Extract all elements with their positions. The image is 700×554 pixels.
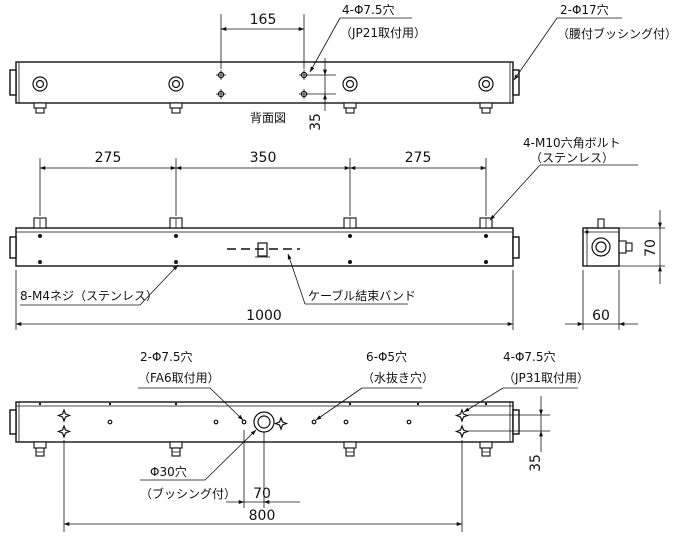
bolt-note: （ステンレス） (530, 151, 614, 165)
drain-label: 6-Φ5穴 (366, 349, 407, 364)
side-dim-70: 70 (643, 239, 659, 257)
bottom-mount-marks (56, 408, 470, 439)
top-dim-165: 165 (250, 12, 277, 28)
drain-note: （水抜き穴） (362, 370, 434, 385)
front-view: 275 350 275 4-M10六角ボルト （ステンレス） 8-M4ネジ（ステ… (9, 136, 638, 330)
jp31-label: 4-Φ7.5穴 (503, 349, 556, 364)
top-holes-label: 4-Φ7.5穴 (342, 2, 395, 17)
bushing-hole-left (32, 76, 48, 92)
front-dim-275-right: 275 (405, 150, 432, 166)
bush30-label: Φ30穴 (150, 464, 187, 479)
drain-holes (107, 419, 412, 425)
top-view-nuts (33, 102, 493, 114)
top-holes-note: （JP21取付用） (340, 26, 426, 40)
top-bush-note: （腰付ブッシング付） (557, 26, 677, 41)
bush30-note: （ブッシング付） (140, 486, 236, 501)
fa6-note: （FA6取付用） (138, 371, 220, 385)
front-view-body (15, 227, 514, 267)
bolt-label: 4-M10六角ボルト (523, 136, 621, 150)
side-view: 70 60 (565, 210, 665, 330)
top-view-body (15, 61, 514, 104)
front-dim-350: 350 (250, 150, 277, 166)
bottom-view-body (15, 401, 514, 443)
jp21-mounting-holes (216, 70, 309, 99)
screw-label: 8-M4ネジ（ステンレス） (20, 289, 158, 303)
top-dim-35: 35 (308, 113, 324, 131)
band-label: ケーブル結束バンド (308, 288, 416, 303)
top-view-title: 背面図 (250, 111, 286, 125)
top-view: 165 35 4-Φ7.5穴 （JP21取付用） 2-Φ17穴 （腰付ブッシング… (9, 2, 677, 131)
cable-glands (33, 441, 493, 457)
front-dim-1000: 1000 (246, 308, 282, 324)
bottom-view: 2-Φ7.5穴 （FA6取付用） 6-Φ5穴 （水抜き穴） 4-Φ7.5穴 （J… (9, 349, 589, 532)
fa6-label: 2-Φ7.5穴 (140, 349, 193, 364)
bushing-hole-3 (342, 76, 358, 92)
bottom-dim-35: 35 (528, 454, 544, 472)
top-bush-label: 2-Φ17穴 (560, 2, 609, 17)
front-view-screws (38, 234, 488, 264)
bushing-hole-right (478, 76, 494, 92)
jp31-note: （JP31取付用） (503, 371, 589, 385)
bottom-dim-800: 800 (249, 508, 276, 524)
bottom-edge-dots (38, 402, 488, 406)
bottom-dim-70: 70 (253, 486, 271, 502)
front-view-bolts (33, 217, 493, 229)
side-view-bushing (591, 237, 611, 257)
front-dim-275-left: 275 (95, 150, 122, 166)
side-dim-60: 60 (592, 308, 610, 324)
side-view-bolt (618, 240, 633, 254)
cable-tie-band (227, 242, 300, 258)
side-view-body (582, 227, 620, 267)
bushing-hole-2 (168, 76, 184, 92)
